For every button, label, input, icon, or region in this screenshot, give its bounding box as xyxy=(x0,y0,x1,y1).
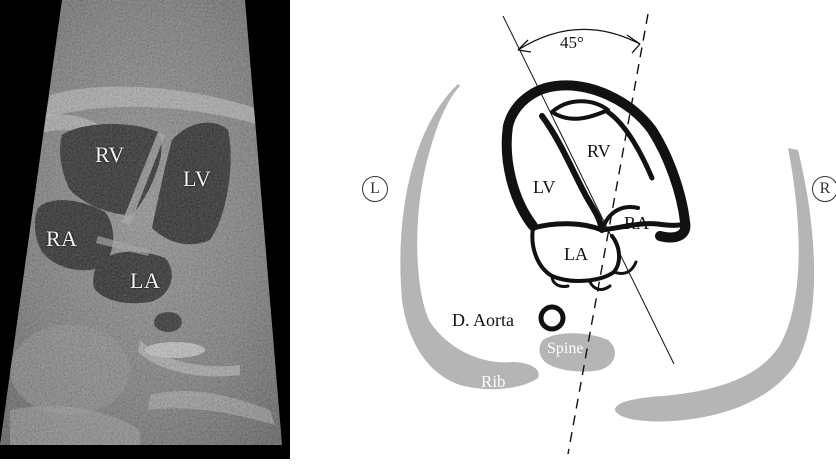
ultrasound-label-lv: LV xyxy=(183,166,211,192)
angle-label: 45° xyxy=(560,33,584,53)
left-side-marker: L xyxy=(362,176,388,202)
ultrasound-image: RV LV RA LA xyxy=(0,0,290,459)
ultrasound-label-la: LA xyxy=(130,268,160,294)
schematic-drawing xyxy=(290,0,836,459)
descending-aorta xyxy=(541,307,563,329)
ultrasound-label-ra: RA xyxy=(46,226,78,252)
right-rib xyxy=(615,148,814,422)
aorta-label: D. Aorta xyxy=(452,310,514,331)
schematic-label-rv: RV xyxy=(587,141,611,162)
ultrasound-label-rv: RV xyxy=(95,142,125,168)
spine-label: Spine xyxy=(547,340,583,358)
right-side-marker: R xyxy=(812,176,836,202)
scan-axis-line xyxy=(503,16,674,364)
schematic-label-lv: LV xyxy=(533,177,555,198)
rib-label: Rib xyxy=(481,372,506,392)
schematic-label-ra: RA xyxy=(624,213,649,234)
left-rib xyxy=(400,84,538,389)
schematic-label-la: LA xyxy=(564,244,588,265)
dashed-reference-line xyxy=(568,14,648,454)
angle-arrow-right xyxy=(627,35,640,53)
heart-schematic: 45° RV LV RA LA D. Aorta Spine Rib L R xyxy=(290,0,836,459)
ultrasound-scan xyxy=(0,0,290,459)
